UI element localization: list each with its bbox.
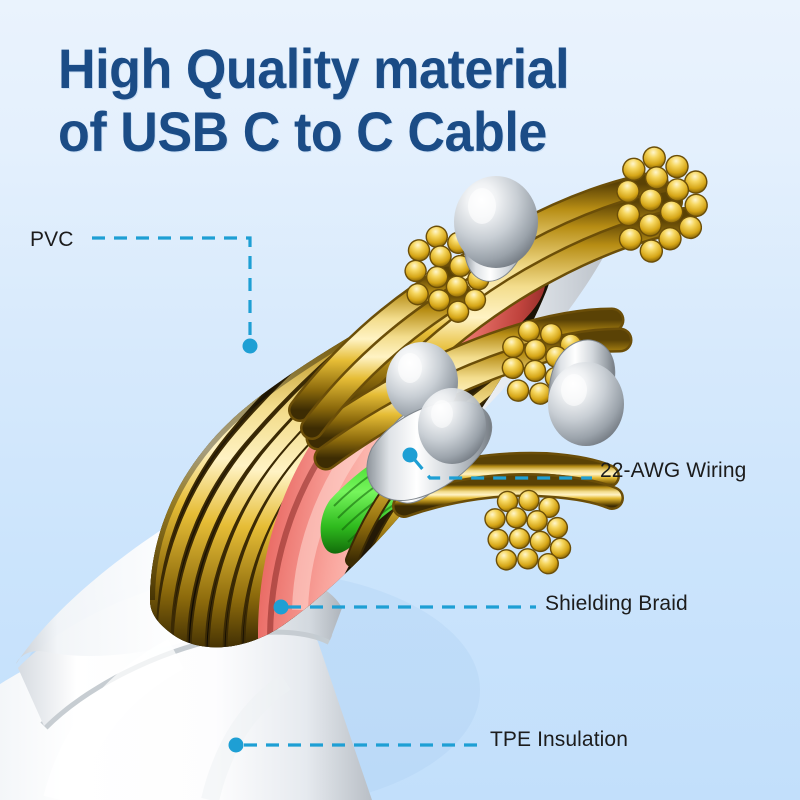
conductor-caps: [366, 176, 624, 504]
callout-label-22-awg-wiring: 22-AWG Wiring: [600, 459, 747, 482]
conductor-cap-4: [366, 388, 493, 502]
page-title: High Quality material of USB C to C Cabl…: [58, 37, 570, 163]
callout-label-pvc: PVC: [30, 228, 74, 251]
callout-label-shielding-braid: Shielding Braid: [545, 592, 688, 615]
strand-face-a: [616, 146, 708, 263]
conductor-cap-2: [548, 339, 624, 446]
wire-bundle-b: [305, 307, 633, 471]
strand-face-c: [404, 225, 490, 323]
wire-bundle-c: [288, 225, 490, 440]
jacket-highlights: [43, 639, 292, 800]
callout-label-tpe-insulation: TPE Insulation: [490, 728, 628, 751]
strand-face-d: [484, 489, 572, 575]
conductor-cap-1: [454, 176, 538, 282]
